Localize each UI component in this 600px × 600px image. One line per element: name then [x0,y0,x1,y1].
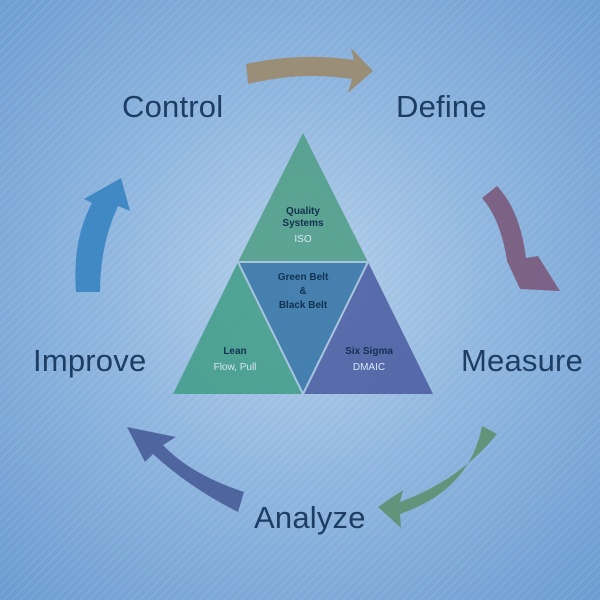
arrow-improve-to-control [75,178,130,292]
quality-systems-title-line2: Systems [282,218,324,229]
six-sigma-text: Six Sigma DMAIC [327,346,411,374]
quality-systems-text: Quality Systems ISO [260,206,346,246]
arrow-control-to-define [246,48,373,93]
quality-systems-title-line1: Quality [286,206,320,217]
belts-line2: & [299,286,307,297]
belts-text: Green Belt & Black Belt [258,272,348,312]
triangle-six-sigma [304,262,433,394]
quality-systems-sub: ISO [294,234,312,245]
stage-label-define: Define [396,89,487,124]
triangle-separator-lines [237,261,370,397]
arrow-define-to-measure [482,186,560,291]
triangle-lean [173,262,302,394]
lean-sub: Flow, Pull [213,362,257,373]
stage-label-analyze: Analyze [254,500,366,535]
triangle-quality-systems [238,133,368,262]
arrow-analyze-to-improve [127,427,244,512]
lean-text: Lean Flow, Pull [195,346,275,374]
stage-label-control: Control [122,89,224,124]
six-sigma-title: Six Sigma [345,346,393,357]
stage-label-improve: Improve [33,343,147,378]
arrow-measure-to-analyze [378,426,497,528]
lean-title: Lean [223,346,247,357]
stage-label-measure: Measure [461,343,584,378]
six-sigma-sub: DMAIC [352,362,386,373]
triangle-center-belts [238,262,368,394]
belts-line1: Green Belt [277,272,329,283]
belts-line3: Black Belt [278,300,328,311]
